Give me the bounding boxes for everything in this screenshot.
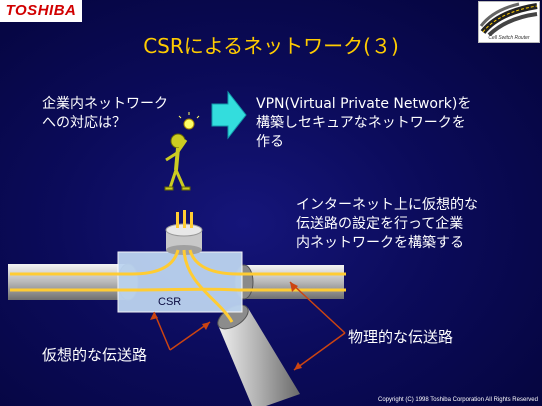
physical-path-label: 物理的な伝送路 <box>348 328 454 346</box>
copyright-notice: Copyright (C) 1998 Toshiba Corporation A… <box>378 397 538 403</box>
toshiba-logo: TOSHIBA <box>0 0 82 22</box>
csr-router-box <box>117 251 243 313</box>
right-pipe <box>234 264 344 300</box>
answer-text: VPN(Virtual Private Network)を 構築しセキュアなネッ… <box>256 96 472 150</box>
highway-logo-icon <box>479 2 538 36</box>
right-arrow-icon <box>211 90 247 140</box>
pointer-physical <box>289 281 346 334</box>
virtual-path-label: 仮想的な伝送路 <box>42 346 148 364</box>
virtual-paths <box>10 249 346 323</box>
lightbulb-icon <box>178 112 200 130</box>
router-top-cylinder <box>165 210 203 255</box>
pointer-physical-2 <box>293 332 346 371</box>
csr-router-label: CSR <box>158 296 182 308</box>
csr-logo: Cell Switch Router <box>478 1 540 43</box>
pointer-virtual-2 <box>169 321 211 351</box>
vpn-description: インターネット上に仮想的な 伝送路の設定を行って企業 内ネットワークを構築する <box>296 197 478 251</box>
question-text: 企業内ネットワーク への対応は？ <box>42 96 168 131</box>
thinking-person-icon <box>164 133 191 191</box>
slide-title: CSRによるネットワーク(３) <box>143 34 399 58</box>
pointer-virtual <box>153 311 171 351</box>
logo-caption: Cell Switch Router <box>488 35 530 41</box>
